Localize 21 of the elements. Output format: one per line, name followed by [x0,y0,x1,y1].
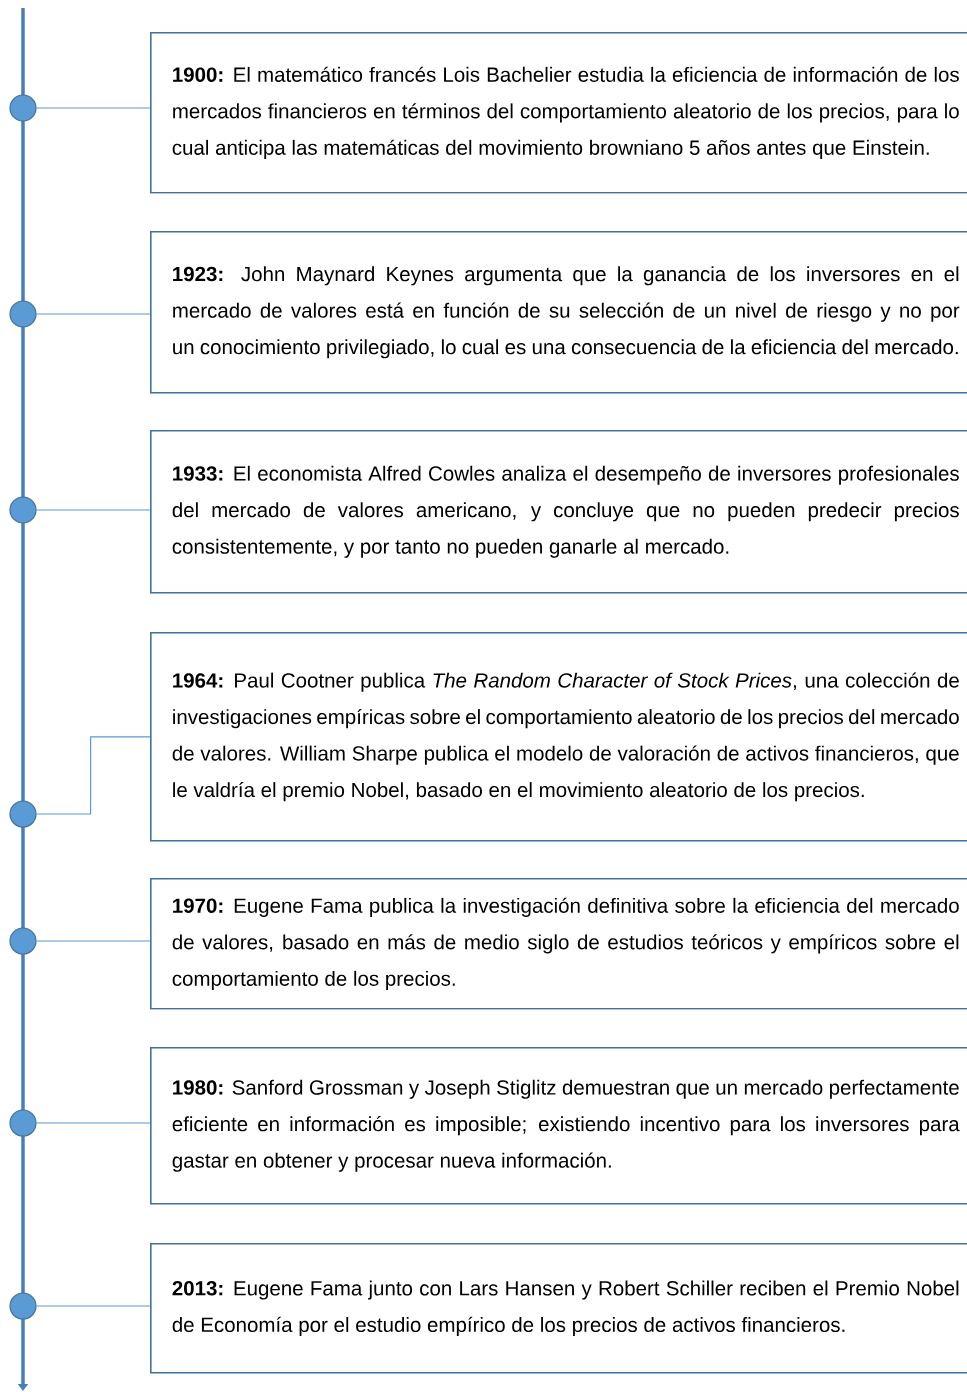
event-box: 1970: Eugene Fama publica la investigación definitiva sobre la eficiencia del mercado de valores, basado en más de medio siglo de estudios teóricos y empíricos sobre el comportamiento de los precios. [150,878,967,1010]
timeline-marker [9,300,37,328]
timeline-marker [9,94,37,122]
timeline-marker [9,1109,37,1137]
event-box: 1933: El economista Alfred Cowles analiza el desempeño de inversores profesionales del mercado de valores americano, y concluye que no pueden predecir precios consistentemente, y por tanto no pueden ganarle al mercado. [150,430,967,594]
connector-line [36,509,151,511]
connector-line [36,1122,151,1124]
connector-line [36,940,151,942]
connector-line [36,313,151,315]
event-box: 2013: Eugene Fama junto con Lars Hansen y Robert Schiller reciben el Premio Nobel de Economía por el estudio empírico de los precios de activos financieros. [150,1243,967,1374]
timeline-marker [9,927,37,955]
timeline-marker [9,1292,37,1320]
timeline-marker [9,800,37,828]
timeline-marker [9,496,37,524]
connector-line [36,107,151,109]
event-box: 1923: John Maynard Keynes argumenta que la ganancia de los inversores en el mercado de valores está en función de su selección de un nivel de riesgo y no por un conocimiento privilegiado, lo cual es una consecuencia de la eficiencia del mercado. [150,231,967,394]
connector-line [36,736,151,815]
event-box: 1900: El matemático francés Lois Bachelier estudia la eficiencia de información de los mercados financieros en términos del comportamiento aleatorio de los precios, para lo cual anticipa las matemáticas del movimiento browniano 5 años antes que Einstein. [150,32,967,194]
connector-line [36,1305,151,1307]
event-box: 1964: Paul Cootner publica The Random Character of Stock Prices, una colección de investigaciones empíricas sobre el comportamiento aleatorio de los precios del mercado de valores. William Sharpe publica el modelo de valoración de activos financieros, que le valdría el premio Nobel, basado en el movimiento aleatorio de los precios. [150,632,967,842]
event-box: 1980: Sanford Grossman y Joseph Stiglitz demuestran que un mercado perfectamente eficiente en información es imposible; existiendo incentivo para los inversores para gastar en obtener y procesar nueva información. [150,1047,967,1205]
